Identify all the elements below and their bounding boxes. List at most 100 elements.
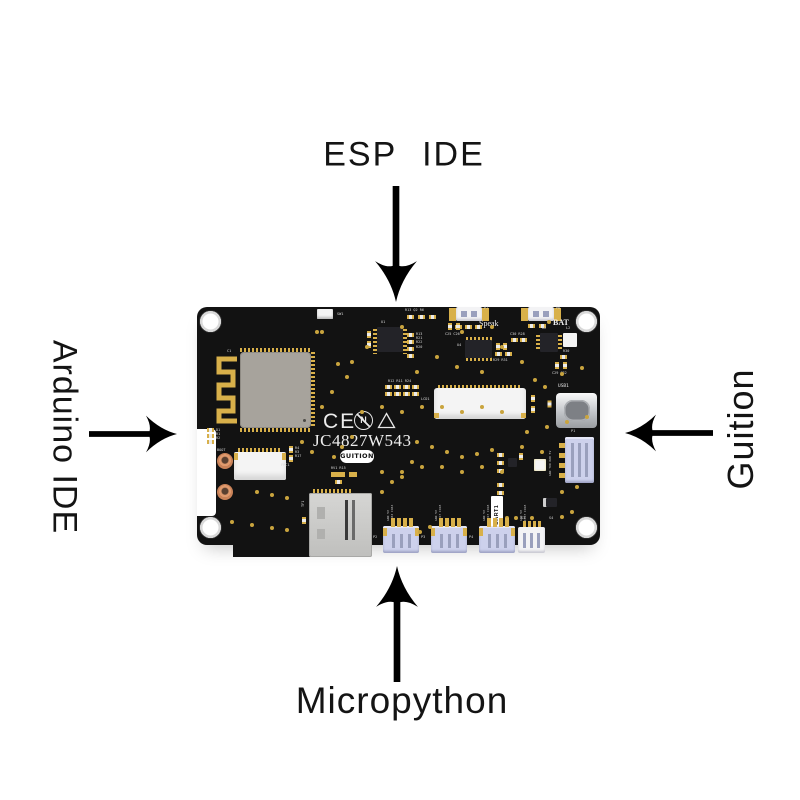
test-point-dot <box>580 366 584 370</box>
test-point-dot <box>570 510 574 514</box>
test-point-dot <box>336 362 340 366</box>
test-point-dot <box>400 470 404 474</box>
test-point-dot <box>533 378 537 382</box>
test-point-dot <box>543 385 547 389</box>
test-point-dot <box>332 455 336 459</box>
arrow-right-icon <box>89 415 177 453</box>
test-point-dot <box>418 530 422 534</box>
silkscreen-speak: Speak <box>479 319 499 328</box>
silkscreen-p1: P1 <box>571 429 576 433</box>
test-point-dot <box>560 515 564 519</box>
mounting-hole-bottom-left <box>200 517 221 538</box>
test-point-dot <box>500 410 504 414</box>
boot-button <box>217 453 233 469</box>
mounting-hole-bottom-right <box>576 517 597 538</box>
test-point-dot <box>460 330 464 334</box>
test-point-dot <box>420 405 424 409</box>
silkscreen-c30r28: C30 R28 <box>510 332 525 336</box>
silkscreen-tf1: TF1 <box>301 500 305 507</box>
test-point-dot <box>250 523 254 527</box>
label-micropython: Micropython <box>295 680 509 721</box>
test-point-dot <box>480 370 484 374</box>
test-point-dot <box>435 355 439 359</box>
test-point-dot <box>400 410 404 414</box>
test-point-dot <box>480 405 484 409</box>
test-point-dot <box>360 410 364 414</box>
silkscreen-r30: R30 <box>563 349 570 353</box>
test-point-dot <box>575 485 579 489</box>
test-point-dot <box>420 465 424 469</box>
test-point-dot <box>430 445 434 449</box>
test-point-dot <box>585 415 589 419</box>
battery-connector <box>528 307 554 321</box>
test-point-dot <box>490 448 494 452</box>
sw1-button <box>317 309 333 319</box>
p5-pin-labels: GND 5V IO17 IO18 <box>519 504 527 521</box>
test-point-dot <box>345 375 349 379</box>
test-point-dot <box>380 490 384 494</box>
test-point-dot <box>390 480 394 484</box>
l2-inductor <box>563 333 577 347</box>
test-point-dot <box>520 360 524 364</box>
silkscreen-fpc1: FPC1 <box>281 463 290 467</box>
silkscreen-c29c32: C29 C32 <box>552 371 567 375</box>
mounting-hole-top-left <box>200 311 221 332</box>
silkscreen-p3: P3 <box>421 535 426 539</box>
silkscreen-p4: P4 <box>469 535 474 539</box>
test-point-dot <box>415 440 419 444</box>
triangle-mark-icon <box>377 412 396 429</box>
silkscreen-r13q2r6: R13 Q2 R6 <box>405 308 424 312</box>
silkscreen-c1: C1 <box>227 349 232 353</box>
test-point-dot <box>350 435 354 439</box>
arrow-up-icon <box>376 566 418 682</box>
crossed-n-mark: N <box>354 411 373 430</box>
test-point-dot <box>310 450 314 454</box>
u3-chip <box>508 458 517 467</box>
test-point-dot <box>380 470 384 474</box>
silkscreen-c25c26: C25 C26 <box>445 332 460 336</box>
test-point-dot <box>440 465 444 469</box>
silkscreen-s4: S4 <box>549 516 554 520</box>
wifi-antenna-icon <box>216 356 237 424</box>
model-text: JC4827W543 <box>313 431 412 450</box>
test-point-dot <box>350 360 354 364</box>
silkscreen-sw1: SW1 <box>337 312 344 316</box>
silkscreen-bat: BAT <box>553 318 569 327</box>
silkscreen-u1: U1 <box>381 320 386 324</box>
test-point-dot <box>230 520 234 524</box>
p1-pin-labels: GND TXD RXD 5V <box>548 450 552 476</box>
test-point-dot <box>490 325 494 329</box>
test-point-dot <box>480 465 484 469</box>
silkscreen-l2: L2 <box>566 326 571 330</box>
module-pads-top <box>240 348 311 352</box>
lcd-ffc-connector <box>434 388 526 419</box>
test-point-dot <box>330 390 334 394</box>
test-point-dot <box>340 445 344 449</box>
test-point-dot <box>460 455 464 459</box>
label-arduino-ide: Arduino IDE <box>45 339 84 535</box>
test-point-dot <box>428 525 432 529</box>
test-point-dot <box>300 440 304 444</box>
test-point-dot <box>455 365 459 369</box>
test-point-dot <box>500 345 504 349</box>
test-point-dot <box>255 490 259 494</box>
silkscreen-p2: P2 <box>373 535 378 539</box>
test-point-dot <box>545 425 549 429</box>
led <box>534 459 546 471</box>
module-pads-right <box>311 352 315 428</box>
test-point-dot <box>445 450 449 454</box>
test-point-dot <box>560 490 564 494</box>
test-point-dot <box>415 370 419 374</box>
silkscreen-fpc-res: R4 R3 R17 <box>295 446 302 459</box>
test-point-dot <box>460 410 464 414</box>
test-point-dot <box>500 470 504 474</box>
test-point-dot <box>520 445 524 449</box>
board-left-notch <box>197 429 216 516</box>
silkscreen-usb1: USB1 <box>558 384 569 389</box>
test-point-dot <box>320 330 324 334</box>
sd-card-slot <box>309 493 372 557</box>
silkscreen-lcd1: LCD1 <box>421 397 430 401</box>
test-point-dot <box>365 345 369 349</box>
test-point-dot <box>400 325 404 329</box>
